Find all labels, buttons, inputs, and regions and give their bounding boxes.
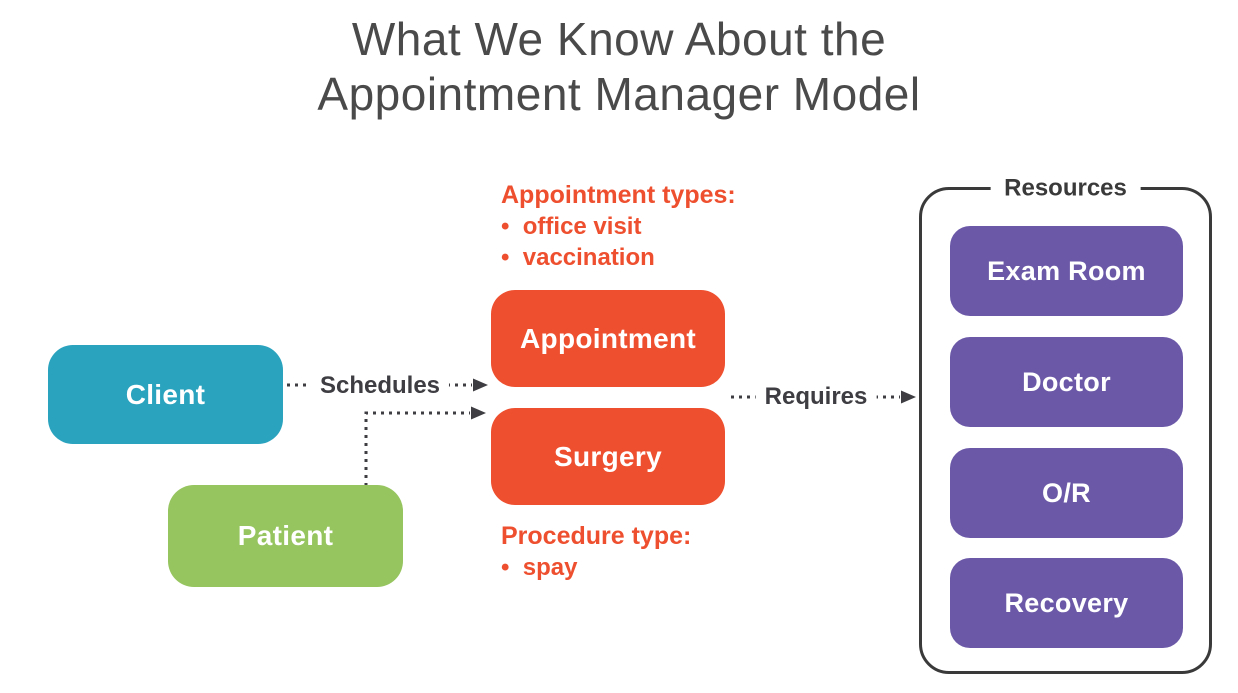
patient-arrow-line: [364, 411, 470, 486]
appointment-node-label: Appointment: [520, 322, 696, 354]
patient-node: Patient: [168, 485, 403, 587]
schedules-relation-label: Schedules: [310, 372, 450, 400]
procedure-type-list: spay: [501, 552, 691, 583]
procedure-type-heading: Procedure type:: [501, 522, 692, 550]
resource-node-label: O/R: [1042, 477, 1091, 508]
requires-arrowhead-icon: [901, 390, 916, 404]
resource-node-doctor: Doctor: [950, 337, 1183, 427]
appointment-type-item: office visit: [501, 211, 736, 242]
appointment-node: Appointment: [491, 290, 725, 387]
appointment-types-annotation: Appointment types: office visit vaccinat…: [501, 180, 736, 273]
schedules-arrowhead-icon: [473, 378, 488, 392]
appointment-type-item: vaccination: [501, 242, 736, 273]
appointment-types-heading: Appointment types:: [501, 181, 736, 209]
procedure-type-annotation: Procedure type: spay: [501, 521, 691, 583]
resource-node-or: O/R: [950, 448, 1183, 538]
page-title: What We Know About the Appointment Manag…: [0, 12, 1238, 122]
client-node: Client: [48, 345, 283, 444]
surgery-node: Surgery: [491, 408, 725, 505]
patient-node-label: Patient: [237, 520, 334, 551]
resource-node-label: Exam Room: [987, 255, 1146, 286]
resources-group-title: Resources: [990, 174, 1141, 203]
page-title-line1: What We Know About the: [351, 13, 887, 65]
resources-group: Resources Exam Room Doctor O/R Recovery: [919, 174, 1212, 674]
resource-node-recovery: Recovery: [950, 558, 1183, 648]
requires-relation-label: Requires: [755, 383, 877, 411]
surgery-node-label: Surgery: [554, 440, 662, 472]
resource-node-label: Recovery: [1004, 587, 1129, 618]
page-title-line2: Appointment Manager Model: [317, 68, 921, 120]
resource-node-exam-room: Exam Room: [950, 226, 1183, 316]
resource-node-label: Doctor: [1022, 366, 1111, 397]
appointment-types-list: office visit vaccination: [501, 211, 736, 273]
procedure-type-item: spay: [501, 552, 691, 583]
client-node-label: Client: [125, 378, 206, 410]
patient-arrowhead-icon: [471, 406, 486, 420]
